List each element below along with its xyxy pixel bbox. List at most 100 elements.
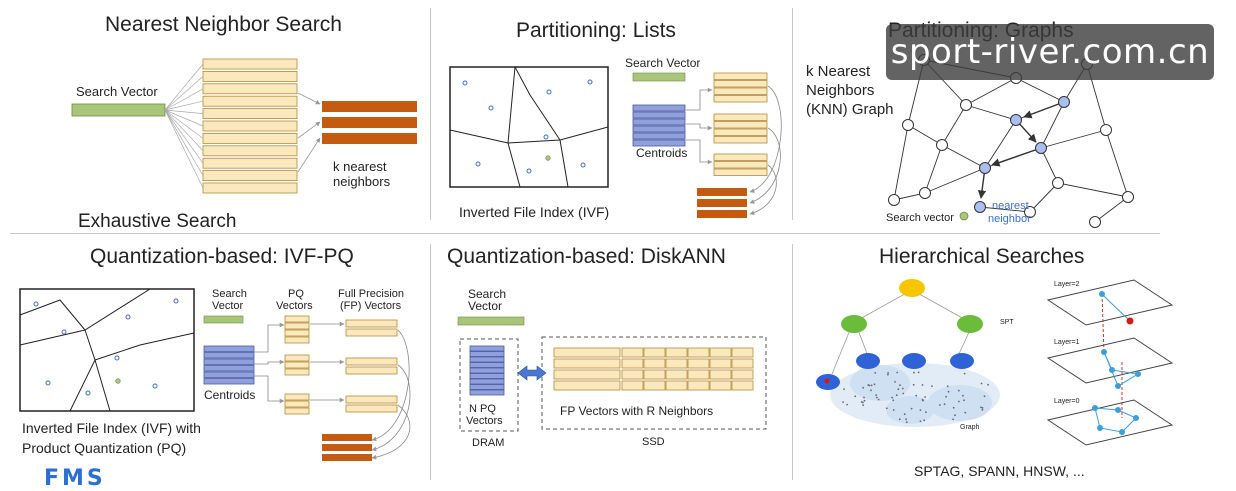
nns-db-row [202,58,298,70]
dram-pq-row [469,345,505,352]
lists-caption: Inverted File Index (IVF) [459,204,610,220]
ivfpq-voronoi-box [19,288,195,412]
ssd-neighbor-cell [621,358,644,369]
diskann-search-vector-bar [457,316,525,326]
lists-centroids-stack [632,104,686,147]
divider-h [10,233,1160,234]
hier-point [897,388,900,391]
hier-point [954,414,956,417]
hier-point [921,398,924,401]
ssd-neighbor-cell [709,358,732,369]
hier-point [870,384,873,387]
nns-db-row [202,120,298,132]
hier-point [981,407,984,409]
hier-point [923,419,926,422]
ivfpq-centroids-label: Centroids [204,388,256,402]
ivfpq-centroid-row [203,345,255,352]
nns-db-row [202,71,298,82]
ivfpq-fp-label-2: (FP) Vectors [340,300,402,312]
ivfpq-fp-row [345,366,398,375]
nns-db-row [202,95,298,107]
ivfpq-fp-row [345,357,398,366]
ivfpq-centroid-row [203,358,255,365]
hier-point [895,394,898,397]
dram-pq-row [469,351,505,357]
lists-centroids-label: Centroids [636,146,688,160]
lists-bucket-row [713,72,768,80]
nns-db-row [202,170,298,182]
dram-pq-row [469,384,505,390]
ssd-neighbor-cell [643,369,666,380]
ssd-neighbor-cell [731,369,754,380]
nns-db-row [202,108,298,119]
graph-knn-label-1: k Nearest [806,63,871,80]
ivfpq-pq-row [284,393,310,401]
diskann-search-label-1: Search [468,287,507,301]
ivf-points [462,79,593,174]
hier-point [952,406,955,409]
lists-bucket-row [713,95,768,103]
ivfpq-search-vector-bar [203,315,244,324]
nns-knn-label-2: neighbors [333,174,391,189]
ssd-neighbor-cell [687,369,710,380]
ssd-fp-cell [553,347,621,358]
nns-db-row [202,145,298,157]
lists-centroid-row [632,125,686,133]
ssd-fp-grid [553,347,754,391]
hier-point [902,392,905,395]
ssd-neighbor-cell [621,369,644,380]
hier-layer1-label: Layer=1 [1054,339,1080,346]
watermark-overlay: sport-river.com.cn [886,24,1214,80]
ssd-neighbor-cell [731,358,754,369]
diskann-ssd-label: SSD [642,436,665,448]
ssd-box [541,336,767,430]
lists-bucket-row [713,161,768,169]
hier-point [963,372,966,375]
hier-point [905,421,908,424]
ivfpq-pq-row [284,322,310,330]
hier-point [896,371,899,374]
fms-logo: FMS [44,466,106,491]
hier-point [980,382,983,385]
dram-pq-row [469,378,505,385]
hier-point [962,394,964,397]
hier-point [846,403,848,406]
diskann-npq-label-2: Vectors [466,415,503,427]
hier-point [887,372,889,374]
hier-point [980,406,982,409]
hier-point [924,396,926,398]
ssd-neighbor-cell [665,358,688,369]
hier-point [987,383,989,386]
lists-centroid-row [632,104,686,112]
ssd-fp-cell [553,369,621,380]
ivfpq-fp-row [345,328,398,337]
ivfpq-fp-row [345,404,398,413]
hier-point [981,408,984,411]
diskann-fp-label: FP Vectors with R Neighbors [560,404,714,418]
ivfpq-pq-row [284,354,310,362]
ivfpq-caption-1: Inverted File Index (IVF) with [22,420,201,436]
ivfpq-pq-row [284,361,310,369]
ssd-fp-cell [553,380,621,391]
ivfpq-title: Quantization-based: IVF-PQ [90,245,354,268]
ivfpq-pq-row [284,368,310,376]
hier-point [898,418,901,421]
hier-point [919,420,922,423]
lists-result-rows [697,188,747,218]
diskann-diagram [457,316,767,432]
hier-point [863,399,866,402]
hier-point [915,394,918,397]
hier-title: Hierarchical Searches [879,245,1085,268]
nns-search-vector-bar [71,103,166,117]
hier-point [912,383,915,386]
nns-compare-lines [164,63,204,189]
lists-search-vector-label: Search Vector [625,56,701,70]
graph-knn-label-3: (KNN) Graph [806,101,894,118]
hier-point [870,389,872,392]
hier-point [963,399,965,402]
hier-point [958,400,960,403]
hier-point [877,398,880,401]
dram-ssd-arrow [517,365,547,381]
ivfpq-pq-row [284,315,310,323]
